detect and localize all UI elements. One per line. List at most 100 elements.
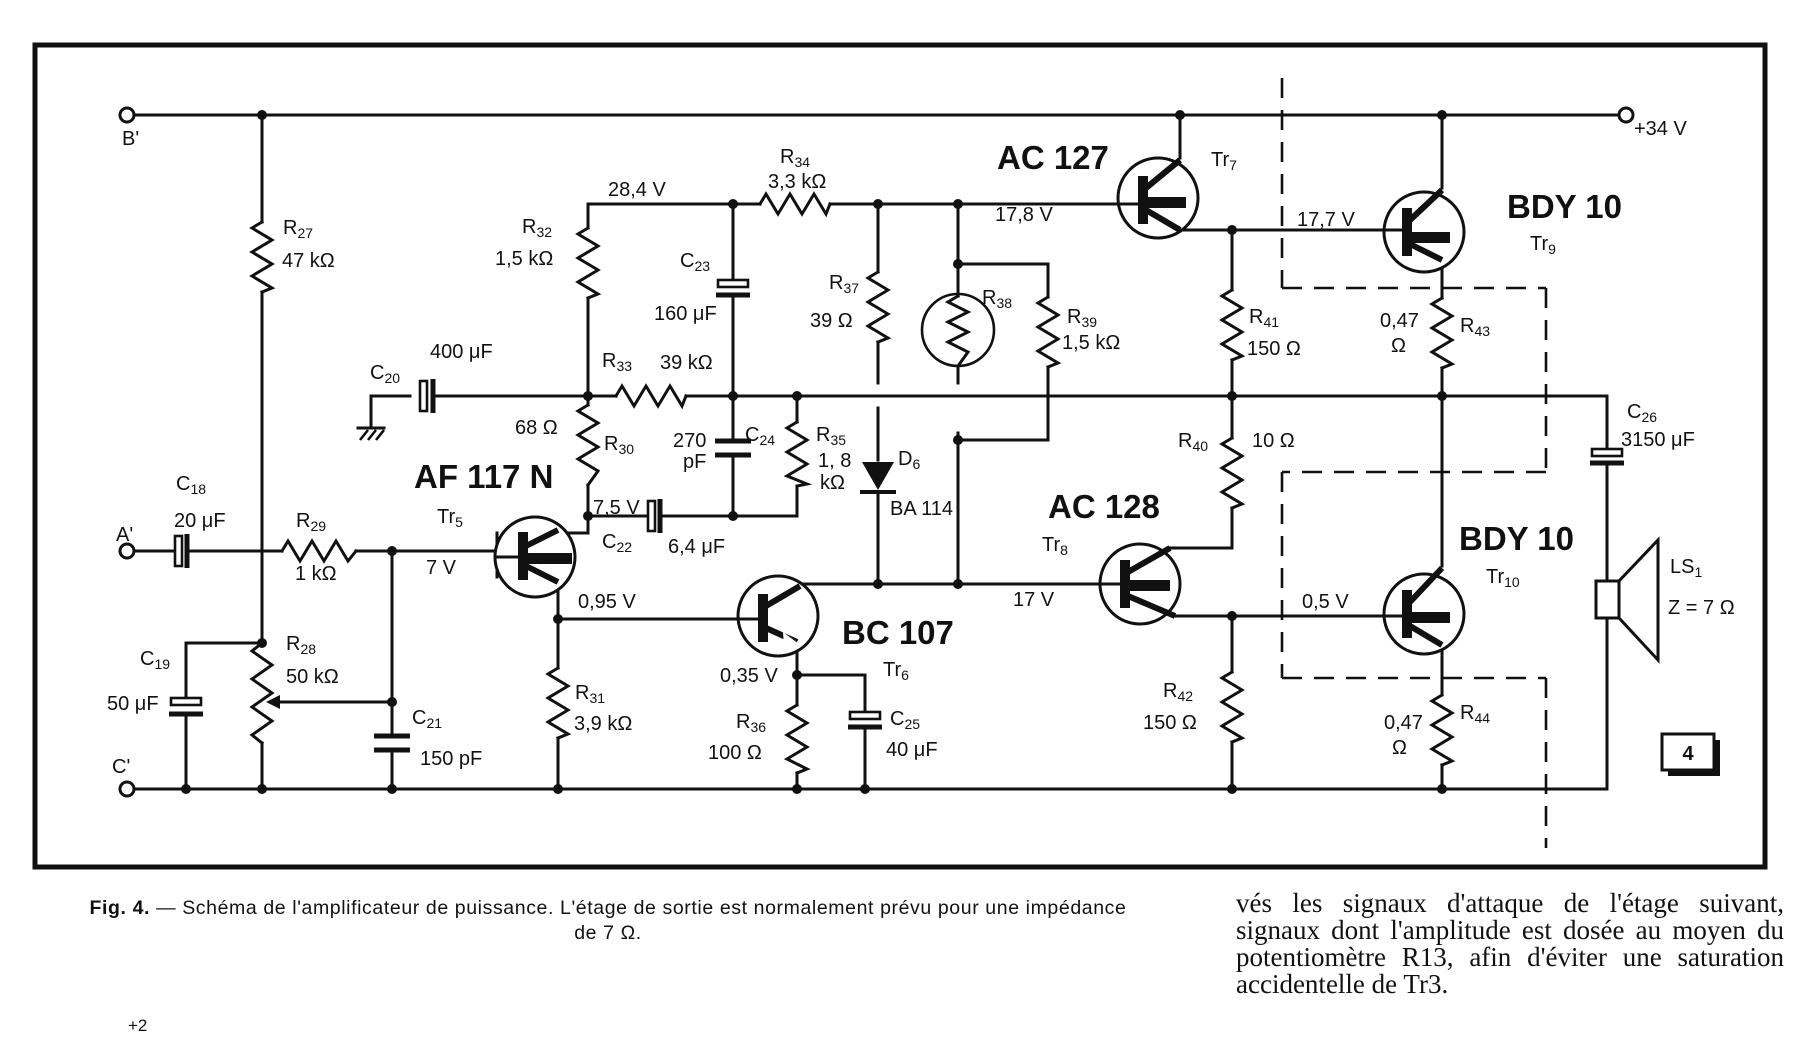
label-c23-value: 160 μF [654, 303, 717, 325]
label-tr7-ref: Tr7 [1211, 149, 1237, 173]
label-ls1: LS1 [1670, 556, 1702, 580]
label-r43: R43 [1460, 315, 1490, 339]
label-c20: C20 [370, 362, 400, 386]
label-r31-value: 3,9 kΩ [574, 713, 632, 735]
c19-plate-pos [169, 696, 203, 707]
ground-symbol [356, 426, 386, 441]
label-r32-value: 1,5 kΩ [495, 248, 553, 270]
label-c18: C18 [176, 473, 206, 497]
label-a-prime: A' [116, 524, 133, 546]
label-r33: R33 [602, 350, 632, 374]
label-c24-value: 270 [673, 430, 706, 452]
body-text-column: vés les signaux d'attaque de l'étage sui… [1236, 888, 1784, 999]
terminal-c-prime [118, 780, 136, 798]
label-bdy10-tr10: BDY 10 [1459, 520, 1574, 557]
label-plus-34v: +34 V [1634, 118, 1687, 140]
r42-symbol [1219, 669, 1246, 744]
label-af117n: AF 117 N [414, 458, 553, 495]
r36-symbol [783, 702, 811, 775]
label-c19-value: 50 μF [107, 693, 159, 715]
label-r34: R34 [780, 146, 810, 170]
label-c25-value: 40 μF [886, 739, 938, 761]
label-r28: R28 [286, 633, 316, 657]
label-ac127: AC 127 [997, 139, 1109, 176]
label-voltage-7v: 7 V [426, 557, 457, 579]
r33-symbol [613, 383, 688, 410]
label-r35-value: 1, 8 [818, 450, 851, 472]
label-voltage-0-35v: 0,35 V [720, 665, 778, 687]
loudspeaker-symbol [1594, 536, 1660, 664]
label-r37: R37 [829, 272, 859, 296]
label-c19: C19 [140, 648, 170, 672]
label-bc107: BC 107 [842, 614, 954, 651]
label-tr6-ref: Tr6 [883, 659, 909, 683]
label-voltage-17v: 17 V [1013, 589, 1055, 611]
label-r28-value: 50 kΩ [286, 666, 339, 688]
r38-symbol [944, 293, 972, 369]
label-c20-value: 400 μF [430, 341, 493, 363]
label-tr5-ref: Tr5 [437, 506, 463, 530]
label-c21: C21 [412, 707, 442, 731]
label-r44: R44 [1460, 702, 1490, 726]
label-r27: R27 [283, 217, 313, 241]
label-tr10-ref: Tr10 [1486, 566, 1520, 590]
label-c26-value: 3150 μF [1621, 429, 1695, 451]
label-r38: R38 [982, 287, 1012, 311]
label-r32: R32 [522, 216, 552, 240]
label-bdy10-tr9: BDY 10 [1507, 188, 1622, 225]
label-r41-value: 150 Ω [1247, 338, 1301, 360]
transistor-tr10 [1316, 565, 1466, 656]
transistor-symbols [493, 156, 1466, 658]
terminal-a-prime [118, 542, 136, 560]
transistor-tr9 [1316, 187, 1466, 274]
caption-text: — Schéma de l'amplificateur de puissance… [150, 897, 1127, 944]
label-r29-value: 1 kΩ [295, 563, 337, 585]
label-c21-value: 150 pF [420, 748, 482, 770]
label-voltage-28-4v: 28,4 V [608, 179, 666, 201]
label-voltage-0-5v: 0,5 V [1302, 591, 1349, 613]
label-voltage-7-5v: 7,5 V [593, 497, 640, 519]
label-c18-value: 20 μF [174, 510, 226, 532]
label-r33-value: 39 kΩ [660, 352, 713, 374]
label-r42-value: 150 Ω [1143, 712, 1197, 734]
dashed-heatsink-outlines [1280, 78, 1548, 848]
label-r35: R35 [816, 424, 846, 448]
r44-symbol [1429, 692, 1456, 767]
r39-symbol [1035, 294, 1062, 369]
label-voltage-0-95v: 0,95 V [578, 591, 636, 613]
r32-symbol [575, 225, 602, 300]
label-voltage-17-8v: 17,8 V [995, 204, 1053, 226]
label-voltage-17-7v: 17,7 V [1297, 209, 1355, 231]
label-c22: C22 [602, 531, 632, 555]
r34-symbol [757, 191, 832, 218]
label-r40: R40 [1178, 430, 1208, 454]
labels: B' +34 V A' C' AF 117 N Tr5 BC 107 Tr6 A… [107, 118, 1735, 778]
c18-plate-pos [173, 534, 184, 568]
label-tr9-ref: Tr9 [1530, 233, 1556, 257]
label-c-prime: C' [112, 756, 130, 778]
resistor-symbols [249, 191, 1456, 775]
label-c25: C25 [890, 708, 920, 732]
label-r35-value2: kΩ [820, 472, 845, 494]
label-r39: R39 [1067, 306, 1097, 330]
figure-number: 4 [1682, 743, 1694, 765]
terminal-plus-34v [1617, 106, 1635, 124]
label-r40-value: 10 Ω [1252, 430, 1295, 452]
label-tr8-ref: Tr8 [1042, 534, 1068, 558]
r29-symbol [279, 538, 359, 564]
label-b-prime: B' [122, 128, 139, 150]
r43-symbol [1429, 295, 1456, 370]
c23-plate-pos [716, 278, 750, 289]
r30-symbol [575, 402, 601, 488]
label-c23: C23 [680, 250, 710, 274]
transistor-tr8 [1098, 542, 1182, 626]
label-ac128: AC 128 [1048, 488, 1160, 525]
figure-caption: Fig. 4. — Schéma de l'amplificateur de p… [78, 896, 1138, 946]
label-r44-value: 0,47 [1384, 712, 1423, 734]
diode-d6-symbol [860, 462, 896, 494]
transistor-tr7 [1116, 156, 1200, 240]
r35-symbol [783, 419, 813, 488]
label-r36-value: 100 Ω [708, 742, 762, 764]
c26-plate-pos [1590, 447, 1624, 458]
transistor-tr5 [493, 515, 577, 599]
